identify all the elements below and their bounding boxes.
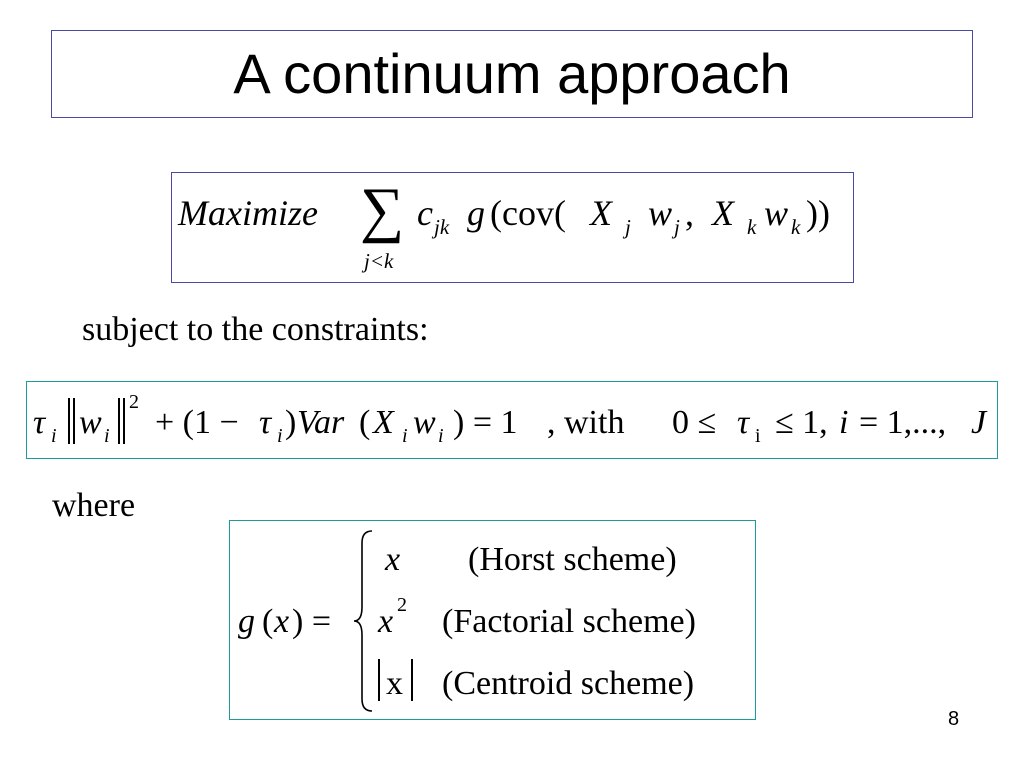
coef-subscript: jk xyxy=(434,215,450,239)
case2-expression: x xyxy=(378,603,394,640)
slide-title: A continuum approach xyxy=(233,42,791,105)
x-j-subscript: j xyxy=(625,215,631,239)
lhs-x: x xyxy=(274,603,290,640)
norm-right-bar-1 xyxy=(118,398,120,444)
norm-w: w xyxy=(79,404,102,441)
objective-formula-box: Maximize ∑ j<k c jk g ( cov( X j w j , X… xyxy=(171,172,854,283)
w-j: w xyxy=(648,193,673,233)
w-k-subscript: k xyxy=(791,215,801,239)
open-paren-2: ( xyxy=(359,404,371,441)
norm-left-bar-2 xyxy=(73,398,75,444)
norm-superscript: 2 xyxy=(129,391,139,413)
case1-expression: x xyxy=(385,541,401,578)
open-paren: ( xyxy=(490,193,502,233)
maximize-word: Maximize xyxy=(178,193,318,233)
var-x: X xyxy=(373,404,394,441)
x-j: X xyxy=(590,193,612,233)
lhs-close-equals: ) = xyxy=(292,603,331,640)
x-k-subscript: k xyxy=(747,215,757,239)
func-g: g xyxy=(467,193,485,233)
var-w-subscript: i xyxy=(438,425,444,447)
summation-sign: ∑ xyxy=(360,176,405,244)
sum-subscript: j<k xyxy=(364,249,394,273)
le-one: ≤ 1, xyxy=(775,404,828,441)
close-paren-1: ) xyxy=(285,404,297,441)
lhs-g: g xyxy=(238,603,255,640)
coef-c: c xyxy=(417,193,433,233)
w-j-subscript: j xyxy=(674,215,680,239)
x-k: X xyxy=(712,193,734,233)
subject-text: subject to the constraints: xyxy=(82,311,429,348)
norm-left-bar-1 xyxy=(68,398,70,444)
case1-label: (Horst scheme) xyxy=(468,541,677,578)
case3-label: (Centroid scheme) xyxy=(442,665,695,702)
where-text: where xyxy=(52,487,136,524)
left-curly-brace xyxy=(353,530,373,712)
var-word: Var xyxy=(297,404,345,441)
index-J: J xyxy=(971,404,987,441)
constraint-formula-box: τ i w i 2 + (1 − τ i ) Var ( X i w i ) =… xyxy=(26,381,998,459)
tau-i-2-subscript: i xyxy=(277,425,283,447)
zero-le: 0 ≤ xyxy=(672,404,717,441)
scheme-formula-box: g ( x ) = x (Horst scheme) x 2 (Factoria… xyxy=(229,520,756,720)
close-parens: )) xyxy=(806,193,830,233)
plus-one-minus: + (1 − xyxy=(155,404,239,441)
case3-expression: x xyxy=(386,665,403,702)
tau-i-subscript: i xyxy=(51,425,57,447)
index-i: i xyxy=(839,404,849,441)
norm-right-bar-2 xyxy=(123,398,125,444)
index-range: = 1,..., xyxy=(859,404,947,441)
title-box: A continuum approach xyxy=(51,30,973,118)
comma: , xyxy=(685,193,694,233)
norm-w-subscript: i xyxy=(104,425,110,447)
abs-left-bar xyxy=(378,659,380,701)
tau-i: τ xyxy=(33,404,46,441)
case2-superscript: 2 xyxy=(397,594,407,616)
var-x-subscript: i xyxy=(402,425,408,447)
equals-one: ) = 1 xyxy=(453,404,518,441)
var-w: w xyxy=(413,404,436,441)
cov-word: cov( xyxy=(502,193,566,233)
case2-label: (Factorial scheme) xyxy=(442,603,696,640)
tau-i-3: τ xyxy=(737,404,750,441)
w-k: w xyxy=(764,193,789,233)
lhs-open-paren: ( xyxy=(262,603,274,640)
tau-i-2: τ xyxy=(259,404,272,441)
with-word: , with xyxy=(547,404,625,441)
tau-i-3-subscript: i xyxy=(755,425,761,447)
page-number: 8 xyxy=(948,708,960,730)
abs-right-bar xyxy=(411,659,413,701)
